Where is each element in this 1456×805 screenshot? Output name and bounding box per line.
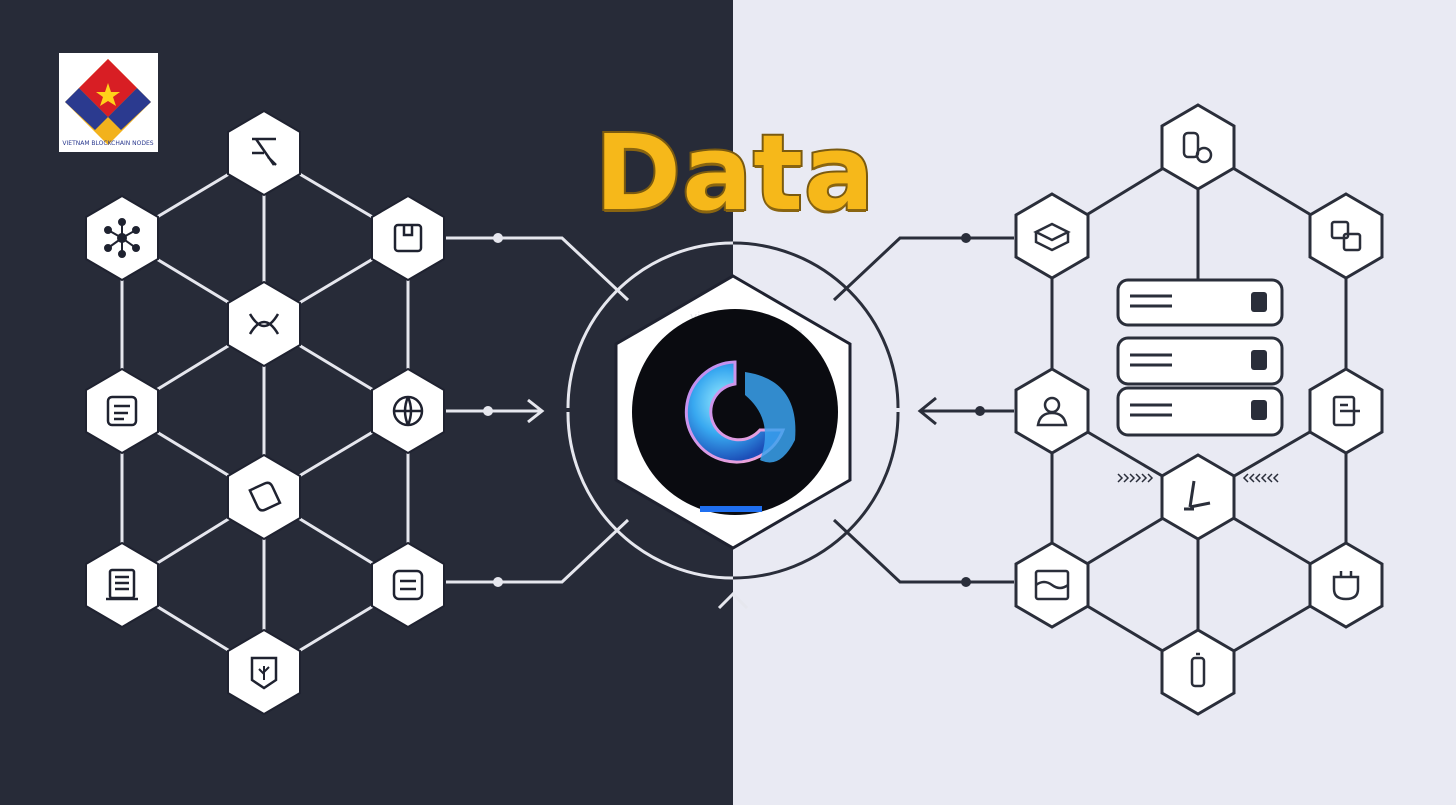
connector-dot: [483, 406, 493, 416]
page-title: Data: [593, 110, 876, 236]
logo-text: VIETNAM BLOCKCHAIN NODES: [62, 140, 153, 147]
scroll-icon: [227, 453, 301, 541]
connector-dot: [961, 577, 971, 587]
left-network-lines: [120, 151, 410, 674]
leaf-shield-icon: [227, 628, 301, 716]
tools-icon: [227, 109, 301, 197]
knot-icon: [227, 280, 301, 368]
user-icon: [1014, 367, 1090, 455]
left-connectors: [446, 236, 630, 584]
server-unit: [1116, 278, 1284, 327]
arrow-up-icon: [717, 591, 749, 610]
connector-dot: [961, 233, 971, 243]
chart-pin-icon: [1160, 453, 1236, 541]
right-nodes: [1014, 103, 1384, 716]
battery-icon: [1160, 628, 1236, 716]
document-icon: [85, 367, 159, 455]
center-orb-logo: [632, 309, 838, 515]
plug-icon: [1308, 541, 1384, 629]
server-stack: [1116, 278, 1284, 437]
server-unit: [1116, 336, 1284, 386]
box-icon: [371, 194, 445, 282]
connector-dot: [493, 577, 503, 587]
connector-dot: [975, 406, 985, 416]
puzzle-icon: [1308, 192, 1384, 280]
server-unit: [1116, 386, 1284, 437]
shapes-icon: [1160, 103, 1236, 191]
report-icon: [85, 541, 159, 629]
connector-dot: [493, 233, 503, 243]
center-ring: [566, 241, 900, 580]
chevron-markers: [1117, 473, 1279, 483]
left-nodes: [85, 109, 445, 716]
network-icon: [85, 194, 159, 282]
storage-box-icon: [1014, 192, 1090, 280]
map-icon: [1014, 541, 1090, 629]
exit-icon: [1308, 367, 1384, 455]
globe-icon: [371, 367, 445, 455]
list-icon: [371, 541, 445, 629]
vietnam-blockchain-nodes-logo: VIETNAM BLOCKCHAIN NODES: [59, 53, 158, 152]
right-connectors: [832, 236, 1014, 584]
